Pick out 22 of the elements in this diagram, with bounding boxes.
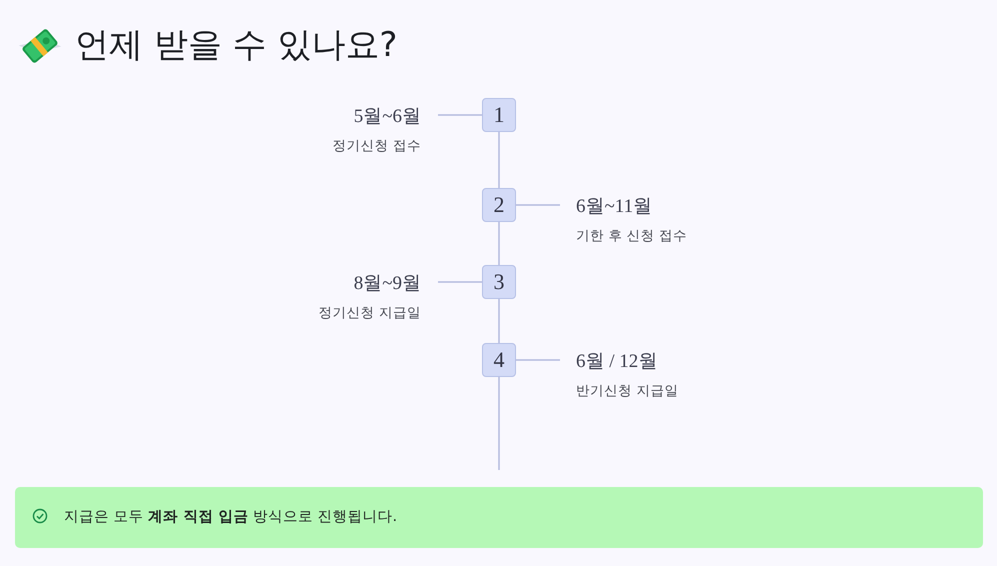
step-number-box: 4 <box>482 343 516 377</box>
step-number-box: 1 <box>482 98 516 132</box>
connector-line <box>438 281 482 283</box>
date-range: 8월~9월 <box>354 272 421 296</box>
step-description: 정기신청 지급일 <box>318 304 421 322</box>
step-description: 반기신청 지급일 <box>576 382 678 400</box>
step-number-box: 2 <box>482 188 516 222</box>
page-title: 언제 받을 수 있나요? <box>75 24 398 67</box>
connector-line <box>498 222 500 265</box>
date-range: 6월~11월 <box>576 195 652 219</box>
connector-line <box>438 114 482 116</box>
connector-line <box>498 377 500 470</box>
connector-line <box>498 299 500 343</box>
step-description: 기한 후 신청 접수 <box>576 227 687 245</box>
step-description: 정기신청 접수 <box>332 137 421 155</box>
note-text: 지급은 모두 계좌 직접 입금 방식으로 진행됩니다. <box>64 508 398 526</box>
step-number-box: 3 <box>482 265 516 299</box>
connector-line <box>516 359 560 361</box>
date-range: 5월~6월 <box>354 105 421 129</box>
date-range: 6월 / 12월 <box>576 350 658 374</box>
connector-line <box>498 132 500 188</box>
connector-line <box>516 204 560 206</box>
